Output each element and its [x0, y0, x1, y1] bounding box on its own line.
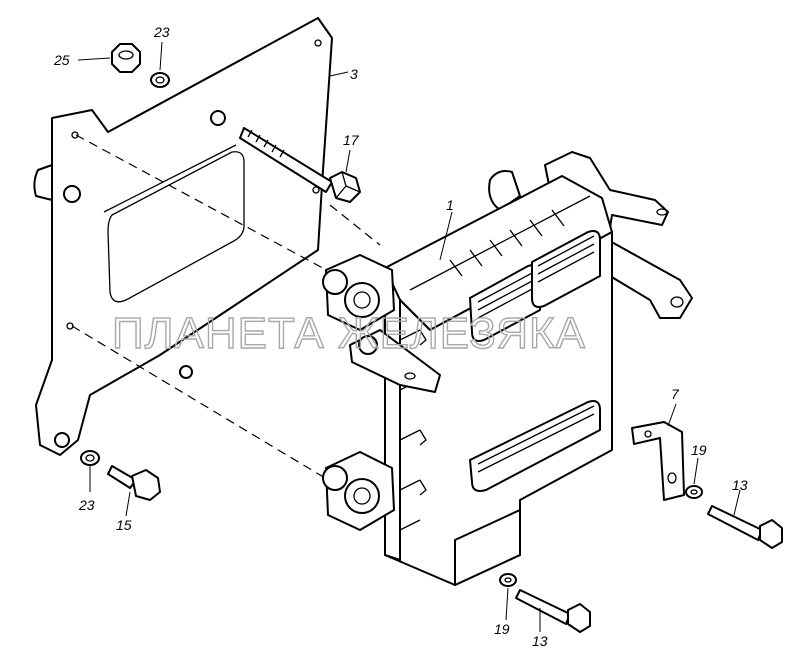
bolt-13-right: [707, 505, 783, 549]
alignment-lines: [71, 134, 381, 491]
leader-lines: [77, 41, 741, 632]
callout-bolt-right: 13: [732, 477, 748, 493]
callout-nut: 25: [53, 52, 70, 68]
nut-25: [111, 43, 141, 73]
washer-19-right: [685, 485, 703, 499]
washer-23-bottom: [80, 450, 100, 466]
callout-labels: 1 3 7 17 15 13 13 25 23 23 19 19: [53, 24, 748, 649]
callout-washer-bottom: 23: [78, 497, 95, 513]
callout-washer-right: 19: [691, 442, 707, 458]
callout-bolt-bottom: 13: [532, 633, 548, 649]
mounting-lugs: [322, 254, 441, 531]
callout-ecu: 1: [446, 197, 454, 213]
washer-23-top: [150, 72, 170, 88]
washer-19-bottom: [499, 573, 517, 587]
callout-bracket-small: 7: [671, 386, 680, 402]
callout-bolt-long-top: 17: [343, 132, 360, 148]
callout-bolt-short: 15: [116, 517, 132, 533]
watermark-text: ПЛАНЕТА ЖЕЛЕЗЯКА: [112, 309, 586, 358]
bolt-13-bottom: [515, 589, 591, 633]
short-bolt-15: [107, 465, 161, 501]
small-bracket-7: [631, 421, 685, 501]
mounting-plate: [33, 17, 333, 456]
long-bolt-17: [239, 127, 361, 203]
callout-washer-bottom-right: 19: [494, 621, 510, 637]
callout-washer-top: 23: [153, 24, 170, 40]
ecu-body: [384, 175, 613, 586]
callout-bracket-plate: 3: [350, 66, 358, 82]
